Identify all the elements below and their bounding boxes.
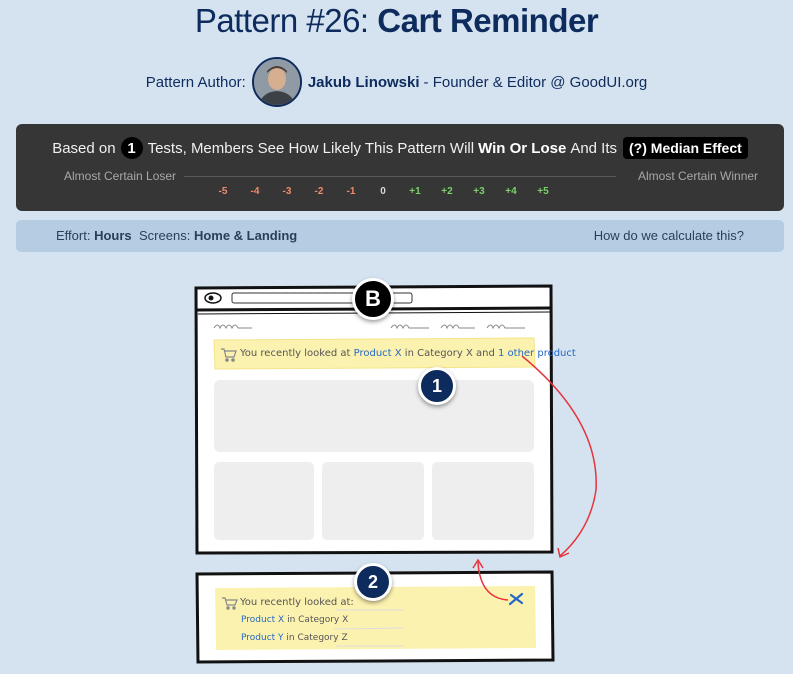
reminder-panel-title: You recently looked at: [240,597,354,608]
card-placeholder-2 [322,462,424,540]
author-label: Pattern Author: [145,73,246,91]
meta-bar: Effort: Hours Screens: Home & Landing Ho… [16,220,784,252]
flow-arrow-icon [521,355,597,559]
cart-icon [221,348,237,362]
banner-link-product-x[interactable]: Product X [353,348,402,359]
scale-left-label: Almost Certain Loser [64,169,177,183]
scale-tick: +2 [441,186,453,197]
title-name: Cart Reminder [377,2,599,39]
return-arrow-icon [472,558,509,601]
author-name[interactable]: Jakub Linowski [307,73,420,91]
hero-placeholder [214,380,534,452]
title-prefix: Pattern #26: [194,2,378,39]
scale-tick: 0 [380,186,386,197]
reminder-item-2: Product Y in Category Z [241,633,348,643]
card-placeholder-3 [432,462,534,540]
scale-tick: +1 [409,186,421,197]
close-icon [508,592,524,606]
cart-icon-small [222,597,238,610]
variant-b-badge: B [352,278,394,320]
effort-info: Effort: Hours [56,228,132,243]
how-calculate-link[interactable]: How do we calculate this? [593,228,744,243]
scale-line [184,176,616,177]
reminder-item-1-rest: in Category X [287,615,349,625]
reminder-item-1: Product X in Category X [241,615,348,625]
banner-prefix: You recently looked at [240,348,351,359]
rating-sentence: Tests, Members See How Likely This Patte… [147,139,475,157]
scale-tick: -3 [282,186,292,197]
rating-panel: Based on 1 Tests, Members See How Likely… [16,124,784,211]
marker-2-badge: 2 [354,563,392,601]
screens-info: Screens: Home & Landing [139,228,297,243]
avatar[interactable] [251,57,302,107]
tests-count-badge[interactable]: 1 [120,137,143,159]
pattern-illustration: B 1 2 You recently looked at Product X i… [0,270,793,674]
sketch-drawing [194,284,597,664]
scale-tick: -4 [250,186,260,197]
effort-label: Effort: [56,228,91,243]
scale-tick: +3 [473,186,485,197]
median-effect-button[interactable]: (?) Median Effect [623,137,748,159]
scale-tick: +4 [505,186,517,197]
panel-underlines [333,609,405,647]
reminder-item-2-link[interactable]: Product Y [241,633,284,643]
author-role: - Founder & Editor @ GoodUI.org [423,73,648,91]
scale-right-label: Almost Certain Winner [638,169,759,183]
eye-icon [204,292,222,304]
win-lose-text: Win Or Lose [478,139,567,157]
banner-link-other-product[interactable]: 1 other product [497,348,576,359]
based-on-text: Based on [52,139,116,157]
notice-banner-text: You recently looked at Product X in Cate… [240,348,576,359]
scale-tick: +5 [537,186,549,197]
reminder-panel [215,586,536,650]
reminder-item-1-link[interactable]: Product X [241,615,285,625]
scale-tick: -5 [218,186,228,197]
card-placeholder-1 [214,462,314,540]
screens-label: Screens: [139,228,191,243]
avatar-photo [253,59,300,105]
scale-tick: -2 [314,186,324,197]
screens-value: Home & Landing [193,228,298,243]
author-row: Pattern Author: Jakub Linowski - Founder… [0,56,793,108]
rating-headline: Based on 1 Tests, Members See How Likely… [16,137,784,159]
reminder-item-2-rest: in Category Z [286,633,348,643]
effort-value: Hours [94,228,132,243]
and-its-text: And Its [570,139,618,157]
marker-1-badge: 1 [418,367,456,405]
scale-tick: -1 [346,186,356,197]
banner-mid: in Category X and [404,348,495,359]
nav-scribbles [213,324,525,330]
page-title: Pattern #26: Cart Reminder [0,2,793,40]
